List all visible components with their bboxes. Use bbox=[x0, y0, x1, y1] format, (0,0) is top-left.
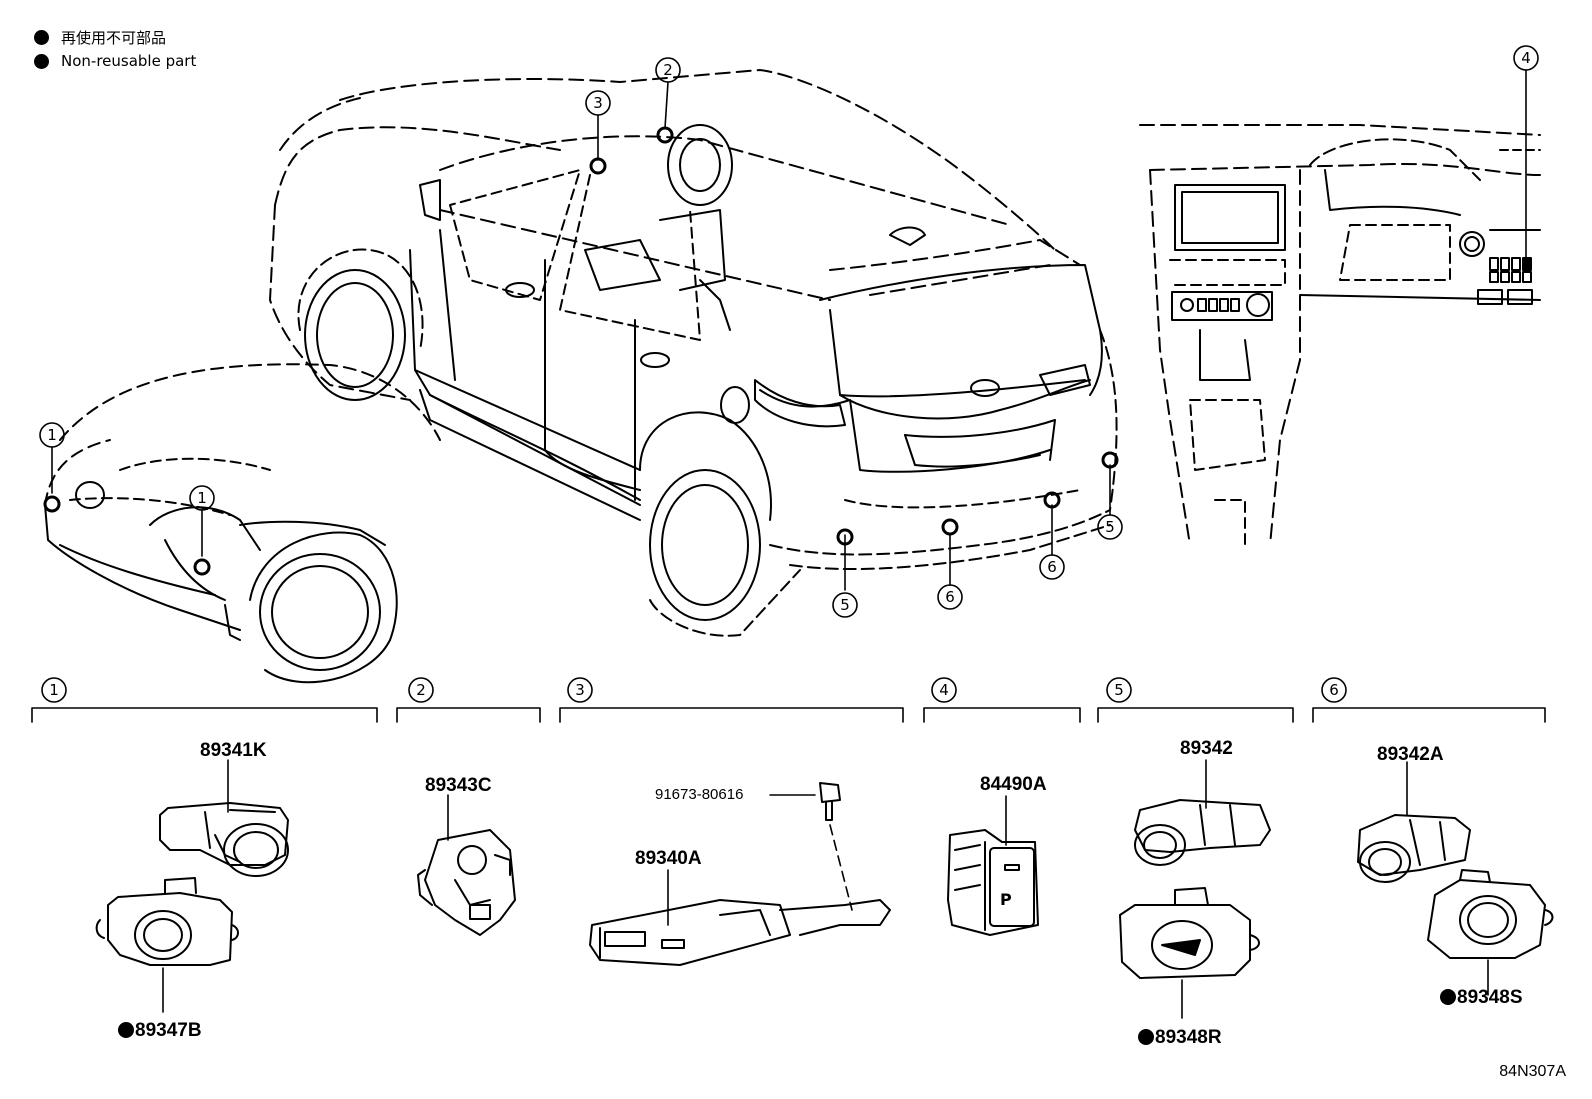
callout-1b: 1 bbox=[189, 485, 215, 511]
non-reusable-dot-icon bbox=[34, 30, 49, 45]
group-brackets bbox=[31, 707, 1546, 723]
svg-text:6: 6 bbox=[1329, 681, 1339, 699]
part-89342A-sensor bbox=[1357, 761, 1471, 883]
group-numbers: 1 2 3 4 5 6 bbox=[41, 677, 1347, 703]
non-reusable-dot-icon bbox=[1440, 989, 1456, 1005]
part-number-89348S[interactable]: 89348S bbox=[1440, 987, 1523, 1009]
group-6-number: 6 bbox=[1321, 677, 1347, 703]
svg-text:6: 6 bbox=[1047, 558, 1057, 576]
callout-3: 3 bbox=[585, 90, 611, 116]
legend-en-text: Non-reusable part bbox=[61, 52, 197, 70]
part-number-89340A[interactable]: 89340A bbox=[635, 848, 702, 869]
callout-6a: 6 bbox=[937, 584, 963, 610]
group-5-number: 5 bbox=[1106, 677, 1132, 703]
illustration-reference: 84N307A bbox=[1499, 1063, 1566, 1080]
part-number-89341K[interactable]: 89341K bbox=[200, 740, 267, 761]
svg-text:1: 1 bbox=[49, 681, 59, 699]
svg-text:1: 1 bbox=[197, 489, 207, 507]
callout-5a: 5 bbox=[832, 592, 858, 618]
group-2-number: 2 bbox=[408, 677, 434, 703]
svg-text:3: 3 bbox=[575, 681, 585, 699]
group-1-number: 1 bbox=[41, 677, 67, 703]
part-number-89342A[interactable]: 89342A bbox=[1377, 744, 1444, 765]
switch-label: P bbox=[1000, 890, 1012, 909]
callout-1a: 1 bbox=[39, 422, 65, 448]
callout-5b: 5 bbox=[1097, 514, 1123, 540]
svg-text:4: 4 bbox=[939, 681, 949, 699]
top-callout-numbers: 1 1 3 2 4 5 5 6 6 bbox=[39, 45, 1539, 618]
legend-jp: 再使用不可部品 bbox=[34, 27, 166, 48]
svg-text:2: 2 bbox=[663, 61, 673, 79]
non-reusable-dot-icon bbox=[34, 53, 49, 69]
vehicle-rear-view bbox=[269, 69, 1118, 637]
callout-6b: 6 bbox=[1039, 554, 1065, 580]
non-reusable-dot-icon bbox=[118, 1022, 134, 1038]
part-89347B-retainer bbox=[95, 877, 239, 1013]
svg-text:3: 3 bbox=[593, 94, 603, 112]
svg-text:5: 5 bbox=[1105, 518, 1115, 536]
part-89342-sensor bbox=[1134, 759, 1271, 866]
part-number-89342[interactable]: 89342 bbox=[1180, 738, 1233, 759]
group-3-number: 3 bbox=[567, 677, 593, 703]
non-reusable-dot-icon bbox=[1138, 1029, 1154, 1045]
front-bumper-view bbox=[44, 363, 441, 684]
part-number-84490A[interactable]: 84490A bbox=[980, 774, 1047, 795]
callout-2: 2 bbox=[655, 57, 681, 83]
part-number-91673-80616[interactable]: 91673-80616 bbox=[655, 786, 744, 803]
part-89343C-sensor bbox=[417, 794, 516, 936]
part-number-89343C[interactable]: 89343C bbox=[425, 775, 492, 796]
part-89340A-ecu bbox=[589, 782, 891, 966]
callout-4: 4 bbox=[1513, 45, 1539, 71]
svg-text:4: 4 bbox=[1521, 49, 1531, 67]
part-89348R-retainer bbox=[1119, 887, 1260, 1019]
part-89341K-sensor bbox=[159, 759, 289, 877]
svg-text:2: 2 bbox=[416, 681, 426, 699]
part-89348S-retainer bbox=[1427, 869, 1554, 996]
part-number-89347B[interactable]: 89347B bbox=[118, 1020, 202, 1042]
svg-text:1: 1 bbox=[47, 426, 57, 444]
part-number-89348R[interactable]: 89348R bbox=[1138, 1027, 1222, 1049]
svg-text:5: 5 bbox=[840, 596, 850, 614]
part-84490A-switch bbox=[947, 795, 1039, 936]
legend-jp-text: 再使用不可部品 bbox=[61, 29, 167, 47]
top-callouts bbox=[43, 69, 1527, 591]
group-4-number: 4 bbox=[931, 677, 957, 703]
svg-text:5: 5 bbox=[1114, 681, 1124, 699]
legend-en: Non-reusable part bbox=[34, 52, 196, 70]
svg-text:6: 6 bbox=[945, 588, 955, 606]
dashboard-view bbox=[1139, 124, 1541, 546]
